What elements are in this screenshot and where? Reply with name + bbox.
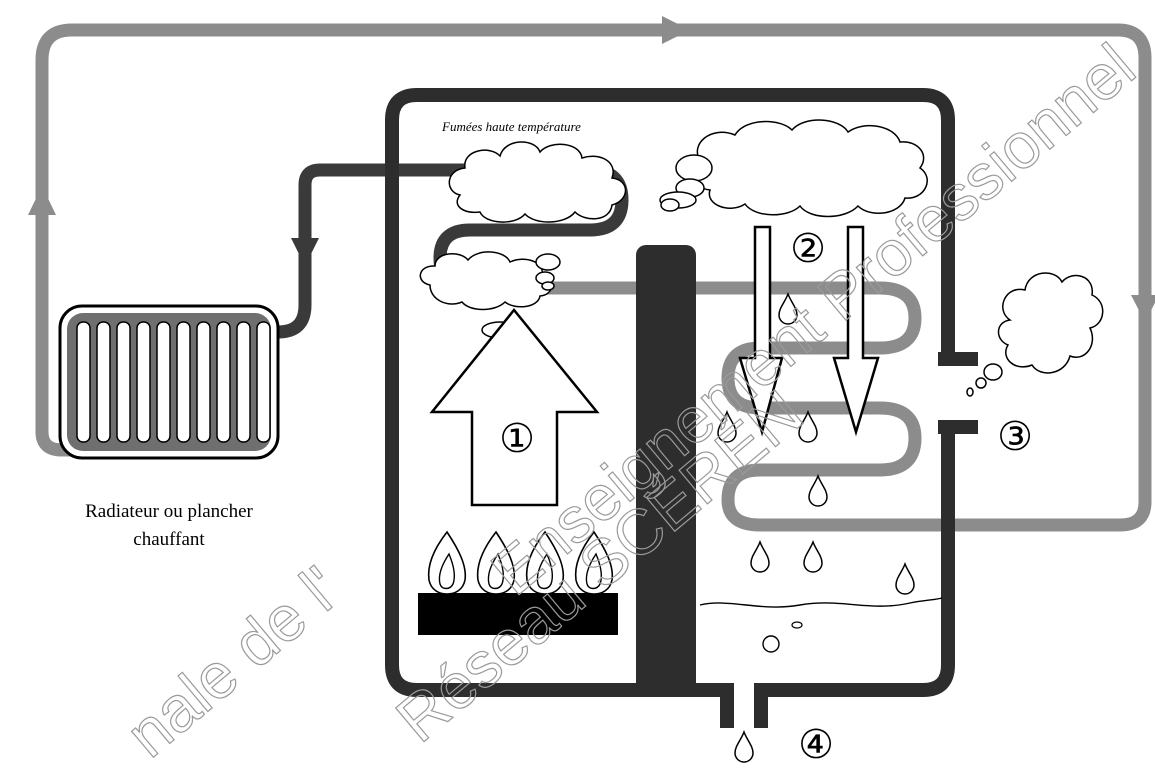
flow-arrow-right-icon — [662, 16, 690, 44]
boiler-casing — [385, 88, 978, 728]
watermark-line-3: nale de l' — [113, 552, 354, 769]
step-1-marker: ① — [499, 417, 535, 461]
flow-arrow-down-icon — [1131, 295, 1155, 322]
flue-outlet-upper — [938, 352, 978, 366]
fumes-label: Fumées haute température — [441, 119, 581, 134]
hot-gas-rising-arrow-icon — [429, 308, 600, 507]
central-divider-wall — [636, 245, 696, 693]
burner — [418, 531, 618, 635]
droplet-icon — [734, 731, 754, 763]
smoke-clouds — [419, 119, 1104, 397]
step-3-marker: ③ — [997, 415, 1033, 459]
droplet-icon — [895, 563, 915, 595]
flow-arrow-up-icon — [28, 186, 56, 215]
condensate-drain-left — [720, 683, 734, 728]
flame-icon — [427, 531, 467, 595]
radiator — [58, 304, 280, 460]
step-2-marker: ② — [790, 227, 826, 271]
bubble-icon — [791, 621, 803, 629]
condensate-water-surface — [699, 597, 943, 608]
bubble-icon — [762, 635, 780, 653]
droplet-icon — [803, 541, 823, 573]
flow-arrow-down-icon — [291, 238, 319, 266]
droplet-icon — [750, 541, 770, 573]
return-water-pipe — [28, 16, 1155, 532]
flue-outlet-lower — [938, 420, 978, 434]
condensate-drain-right — [754, 683, 768, 728]
radiator-label-line2: chauffant — [133, 529, 205, 550]
step-4-marker: ④ — [798, 723, 834, 767]
radiator-label-line1: Radiateur ou plancher — [85, 501, 253, 522]
cooled-gas-descending-arrows-icon — [738, 225, 880, 437]
droplet-icon — [808, 475, 828, 507]
